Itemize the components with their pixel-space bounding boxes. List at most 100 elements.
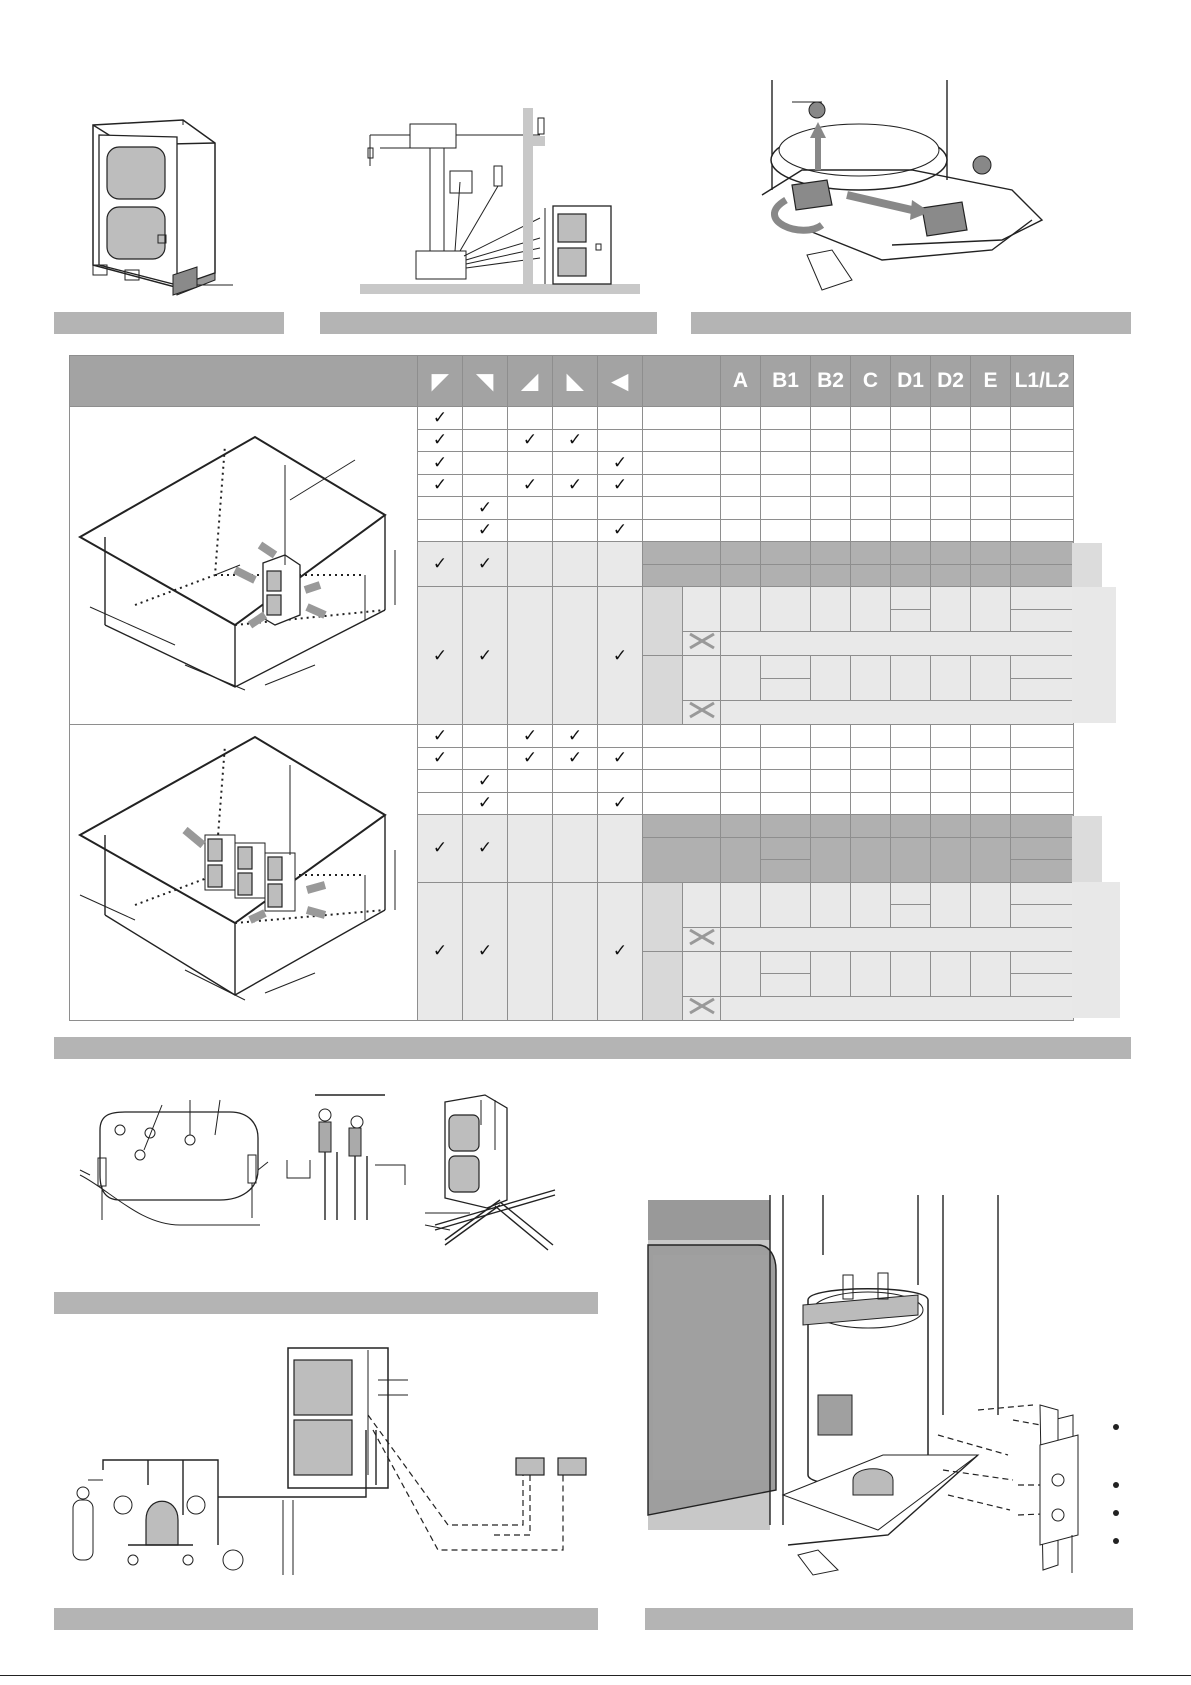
table-row: ✓ (70, 496, 1074, 520)
check-cell (417, 769, 463, 793)
check-cell: ✓ (417, 406, 463, 430)
col-header: L1/L2 (1010, 355, 1074, 407)
cross-icon (682, 926, 721, 952)
check-cell (507, 518, 553, 542)
check-cell: ✓ (417, 881, 463, 1021)
col-header: A (720, 355, 761, 407)
arrow-down-left-icon: ◣ (566, 369, 584, 393)
cross-icon (682, 995, 721, 1021)
table-row (70, 973, 1074, 997)
check-cell: ✓ (507, 746, 553, 770)
check-cell (417, 518, 463, 542)
check-cell: ✓ (462, 814, 508, 883)
check-cell (597, 428, 643, 452)
check-cell (597, 406, 643, 430)
check-cell (462, 473, 508, 497)
side-tab (1072, 543, 1102, 587)
col-header: D2 (930, 355, 971, 407)
section-bar-4 (54, 1037, 1131, 1059)
check-cell (597, 769, 643, 793)
table-row (70, 926, 1074, 952)
check-cell: ✓ (462, 518, 508, 542)
table-row: ✓ (70, 769, 1074, 793)
table-row: ✓✓✓✓ (70, 746, 1074, 770)
service-valve-figure (286, 1094, 406, 1220)
check-cell (507, 406, 553, 430)
table-row (70, 677, 1074, 701)
check-cell (552, 791, 598, 815)
section-bar-7 (645, 1608, 1133, 1630)
table-row: ✓✓ (70, 814, 1074, 883)
check-cell: ✓ (417, 451, 463, 475)
check-cell: ✓ (462, 791, 508, 815)
direction-icon-cell: ◀ (597, 355, 643, 407)
col-header: B2 (810, 355, 851, 407)
wiring-diagram-figure (360, 108, 640, 294)
check-cell: ✓ (462, 769, 508, 793)
check-cell (597, 724, 643, 748)
check-cell: ✓ (462, 496, 508, 520)
col-header: B1 (760, 355, 811, 407)
section-bar-3 (691, 312, 1131, 334)
table-header-row: ◤ ◥ ◢ ◣ ◀ A B1 B2 C D1 D2 E L1/L2 (69, 355, 1074, 407)
table-row (70, 700, 1074, 725)
table-row: ✓✓✓✓ (70, 473, 1074, 497)
single-unit-clearance-figure (77, 435, 396, 691)
check-cell: ✓ (417, 746, 463, 770)
check-cell (552, 769, 598, 793)
check-cell (462, 406, 508, 430)
table-row (70, 631, 1074, 656)
check-cell: ✓ (597, 881, 643, 1021)
table-row (70, 950, 1074, 1021)
section-bar-2 (320, 312, 657, 334)
col-header: D1 (890, 355, 931, 407)
check-cell: ✓ (417, 473, 463, 497)
page-bottom-rule (0, 1675, 1191, 1676)
check-cell: ✓ (417, 724, 463, 748)
check-cell (507, 769, 553, 793)
table-row: ✓✓ (70, 518, 1074, 542)
check-cell (462, 746, 508, 770)
direction-icon-cell: ◤ (417, 355, 463, 407)
cross-icon (682, 700, 721, 725)
check-cell: ✓ (552, 473, 598, 497)
header-blank (642, 355, 721, 407)
table-row: ✓✓✓ (70, 586, 1074, 725)
check-cell (507, 451, 553, 475)
unit-on-frame-figure (424, 1094, 556, 1251)
check-cell (552, 406, 598, 430)
table-row: ✓ (69, 406, 1074, 725)
table-row (70, 836, 1074, 883)
refrigerant-circuit-figure (72, 1347, 587, 1575)
arrow-bottom-icon: ◀ (611, 369, 629, 393)
check-cell: ✓ (507, 473, 553, 497)
check-cell: ✓ (507, 428, 553, 452)
check-cell (597, 496, 643, 520)
col-header: C (850, 355, 891, 407)
check-cell (552, 496, 598, 520)
check-cell: ✓ (417, 428, 463, 452)
compressor-cutaway-figure (647, 1195, 1119, 1576)
section-bar-6 (54, 1608, 598, 1630)
check-cell: ✓ (597, 746, 643, 770)
direction-icon-cell: ◣ (552, 355, 598, 407)
check-cell: ✓ (597, 473, 643, 497)
check-cell (507, 791, 553, 815)
base-pan-figure (79, 1099, 269, 1226)
table-row: ✓✓ (70, 791, 1074, 815)
check-cell: ✓ (552, 724, 598, 748)
check-cell: ✓ (552, 746, 598, 770)
check-cell (552, 451, 598, 475)
arrow-up-left-icon: ◤ (431, 369, 449, 393)
check-cell: ✓ (597, 586, 643, 725)
check-cell (507, 496, 553, 520)
section-bar-5 (54, 1292, 598, 1314)
check-cell: ✓ (417, 814, 463, 883)
table-row (70, 655, 1074, 725)
multi-unit-clearance-figure (77, 735, 396, 1001)
arrow-down-right-icon: ◢ (521, 369, 539, 393)
check-cell: ✓ (597, 518, 643, 542)
check-cell: ✓ (417, 586, 463, 725)
table-row (70, 995, 1074, 1021)
check-cell (417, 496, 463, 520)
